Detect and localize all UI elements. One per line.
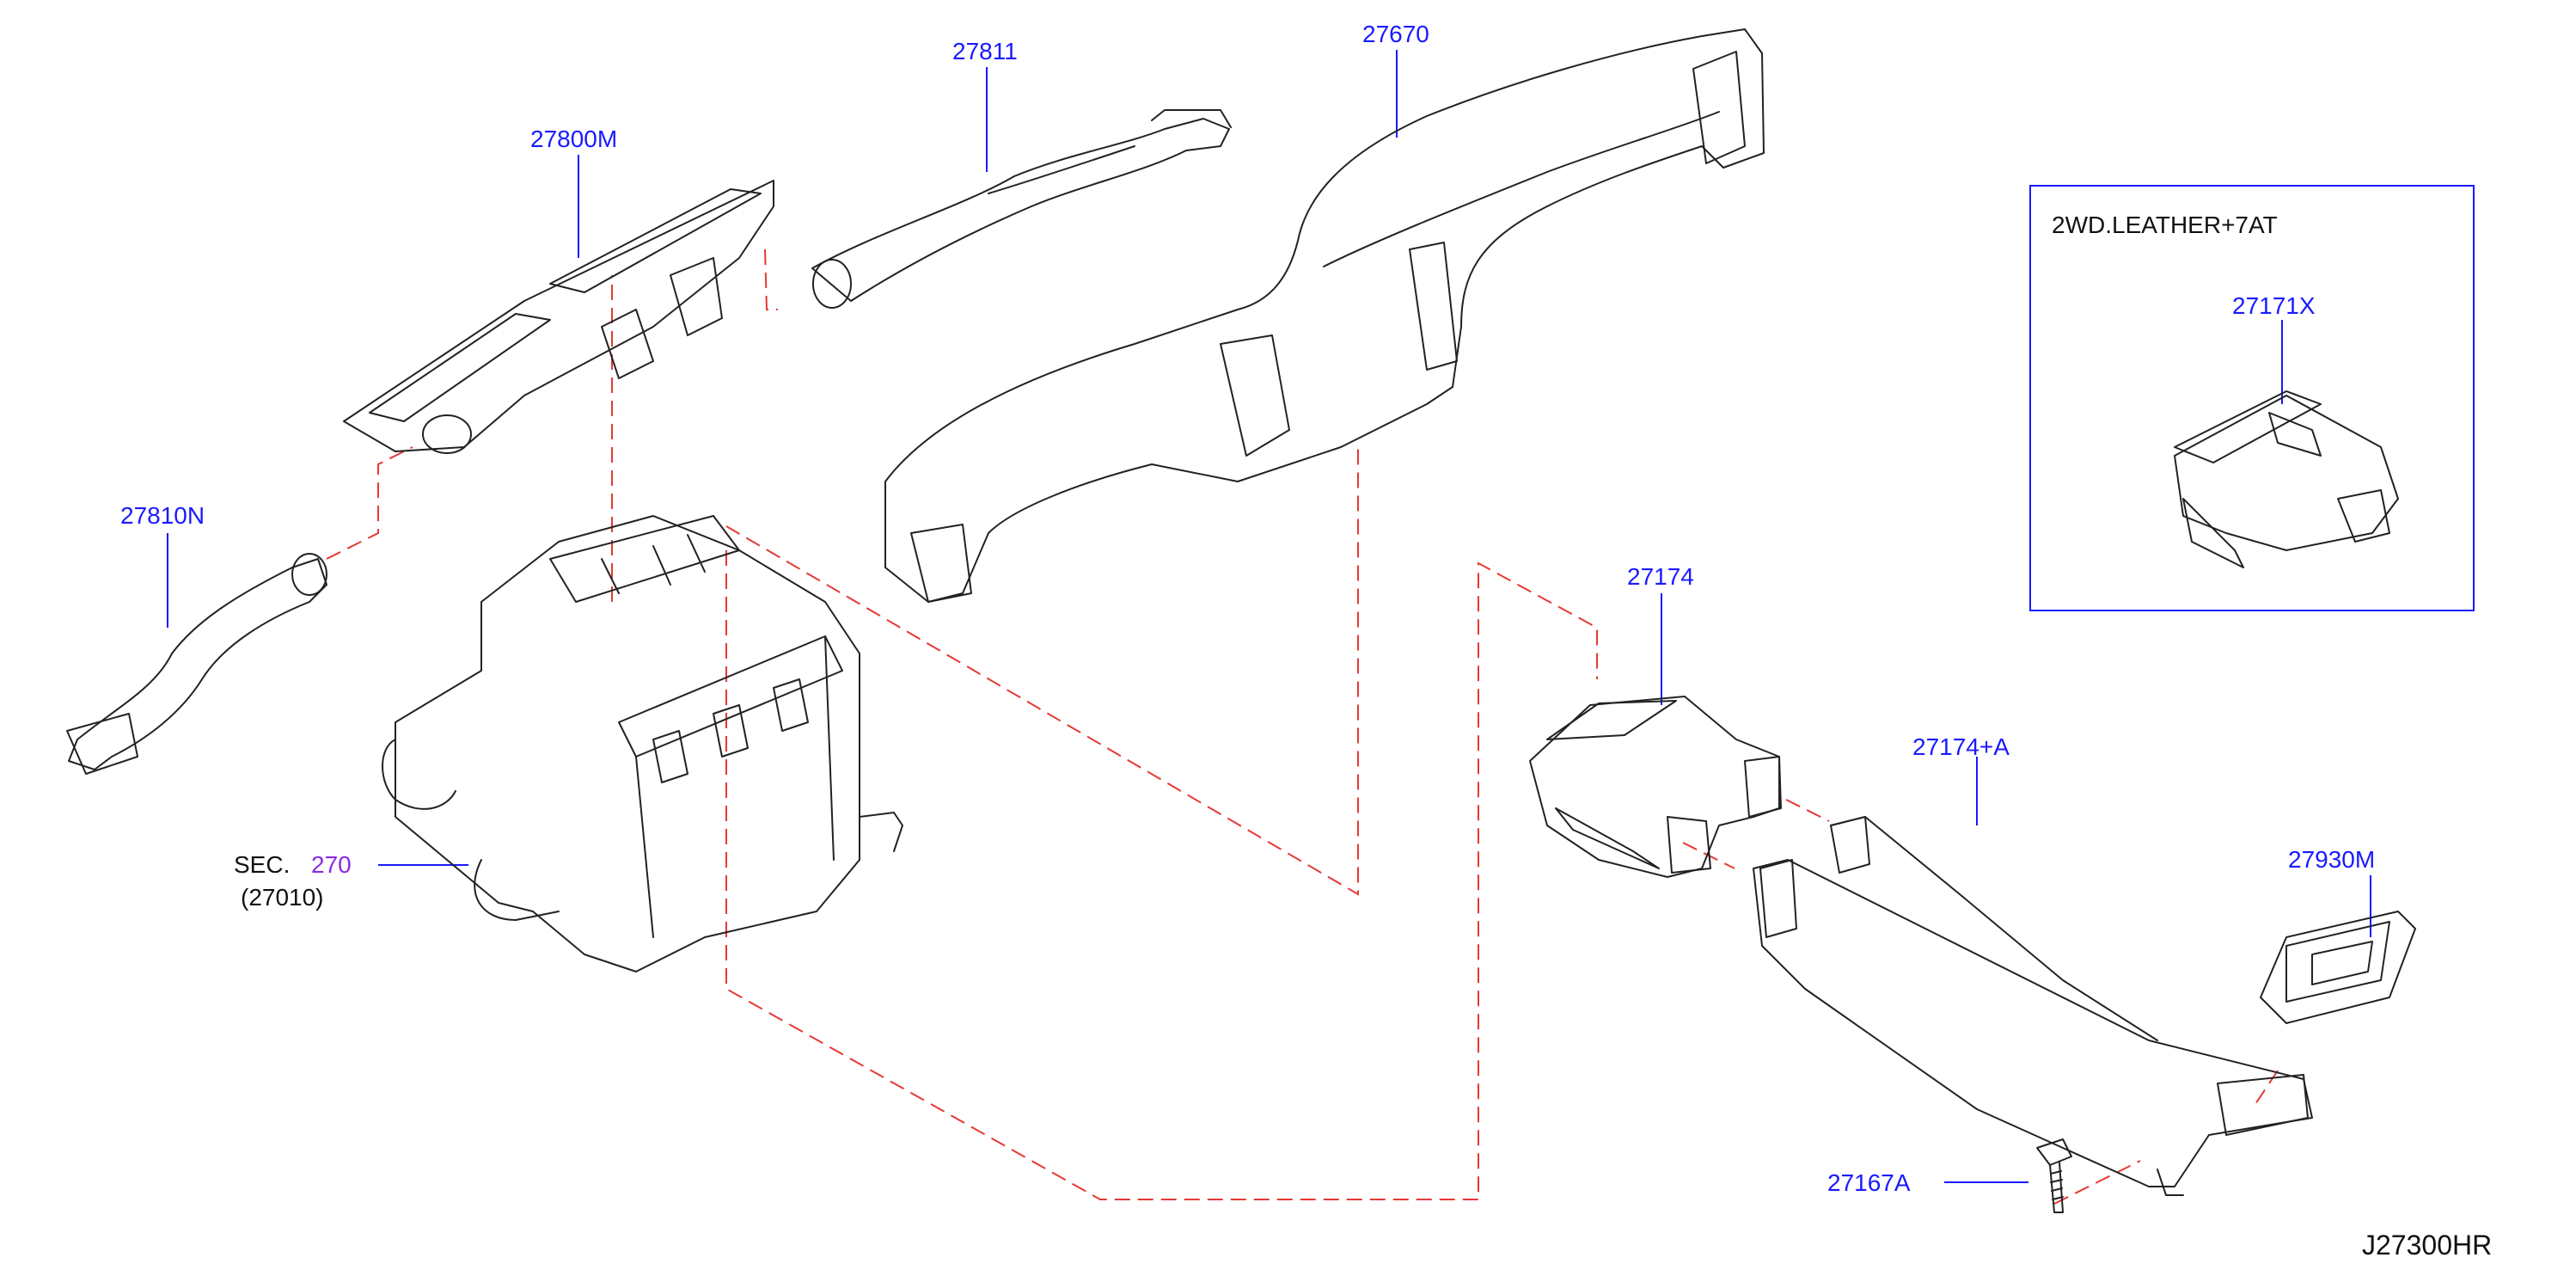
vent-27174	[1529, 696, 1782, 878]
part-label-27167A: 27167A	[1827, 1169, 1911, 1196]
duct-27810N	[66, 553, 327, 775]
part-label-27174: 27174	[1627, 563, 1694, 590]
inset-note: 2WD.LEATHER+7AT	[2052, 212, 2278, 238]
part-label-27800M: 27800M	[530, 126, 618, 152]
part-label-27930M: 27930M	[2288, 846, 2376, 873]
vent-27800M	[343, 180, 774, 454]
section-ref-prefix: SEC.	[234, 851, 291, 878]
hvac-unit-27010	[382, 515, 903, 972]
duct-27811	[811, 109, 1232, 309]
vent-27930M	[2260, 911, 2416, 1024]
bolt-27167A	[2036, 1138, 2072, 1213]
inset-frame	[2029, 185, 2475, 611]
diagram-code: J27300HR	[2362, 1230, 2493, 1261]
duct-27670	[884, 28, 1765, 603]
part-label-27174A: 27174+A	[1912, 733, 2010, 760]
leader-lines	[167, 50, 2371, 1183]
section-ref-sub: (27010)	[241, 884, 324, 911]
part-label-27171X: 27171X	[2232, 292, 2316, 319]
duct-27174A	[1753, 816, 2313, 1196]
vent-27171X	[2174, 390, 2399, 568]
section-ref-number[interactable]: 270	[311, 851, 352, 878]
connector-lines	[326, 248, 2279, 1205]
part-label-27811: 27811	[952, 38, 1018, 64]
part-label-27810N: 27810N	[120, 502, 205, 529]
part-label-27670: 27670	[1362, 21, 1429, 47]
